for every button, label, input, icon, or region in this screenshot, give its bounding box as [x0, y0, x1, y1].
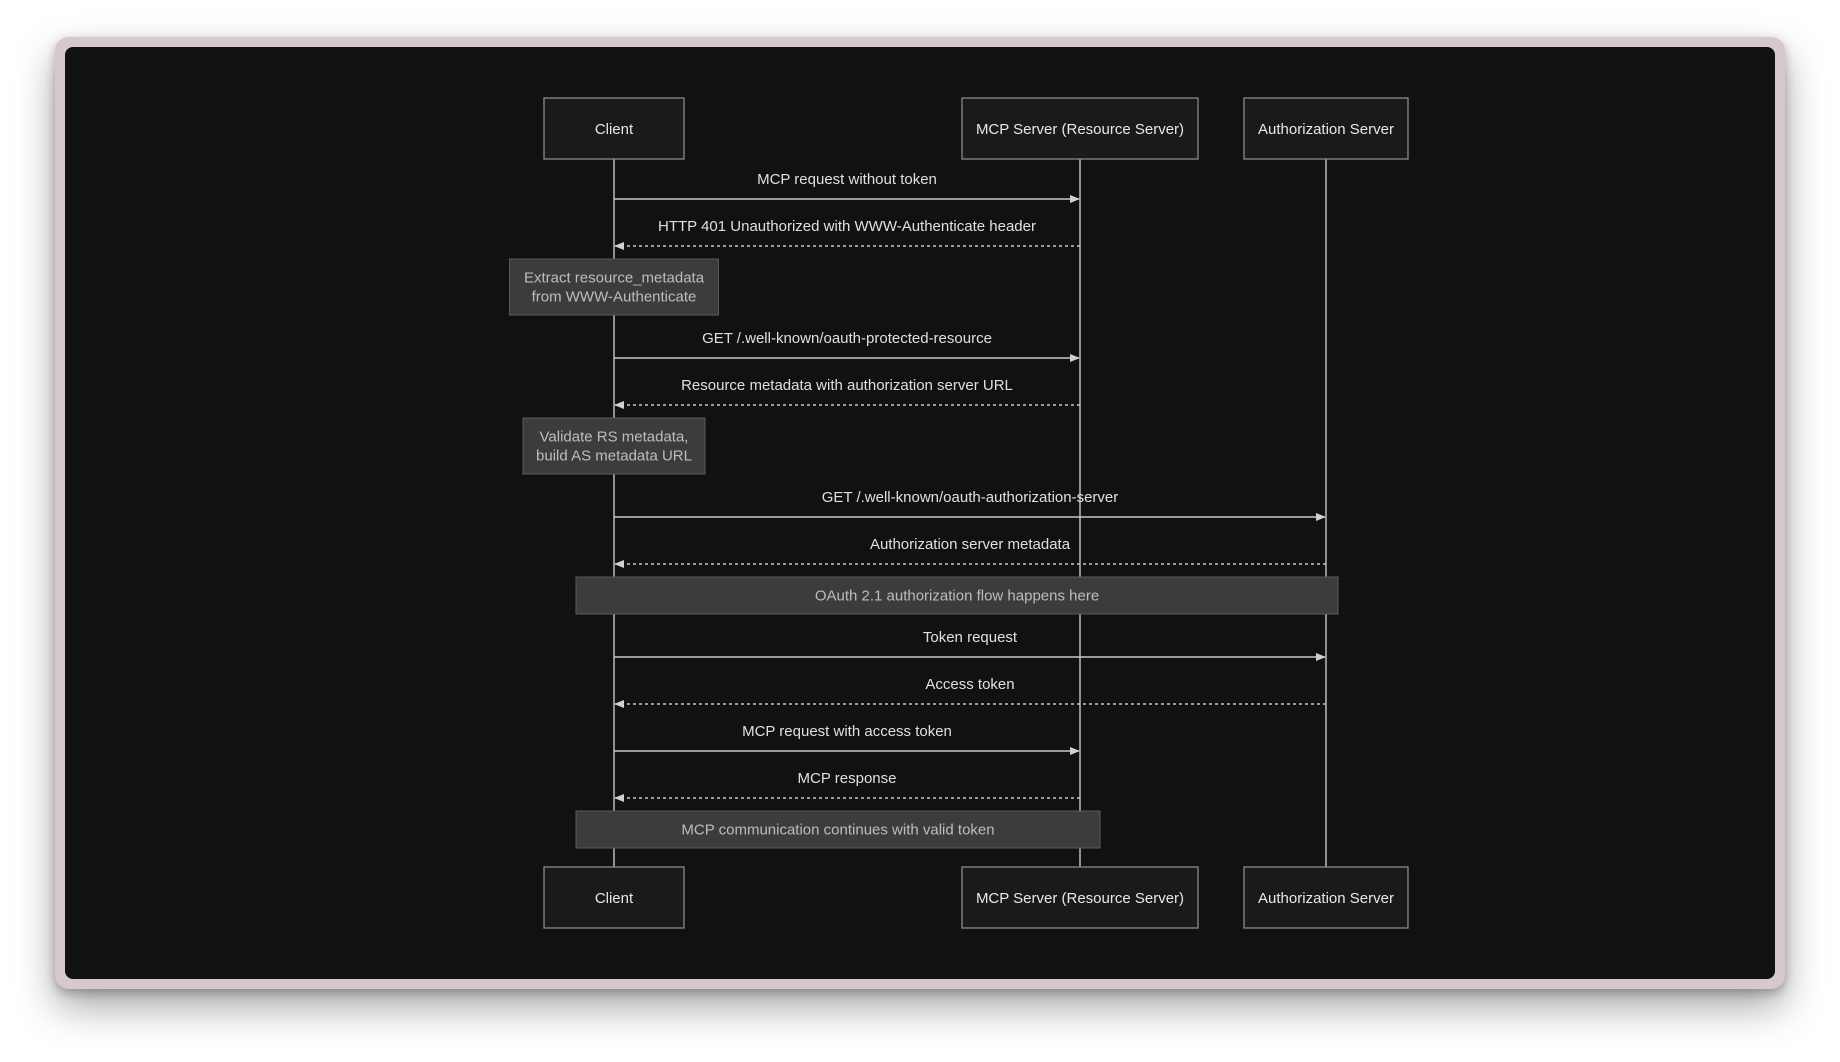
message-label-1: MCP request without token [757, 171, 937, 188]
note-14-line-1: MCP communication continues with valid t… [681, 822, 994, 839]
message-label-8: Authorization server metadata [870, 536, 1071, 553]
actor-authorization-server-bottom-label: Authorization Server [1258, 890, 1394, 907]
message-label-7: GET /.well-known/oauth-authorization-ser… [822, 489, 1119, 506]
actor-mcp-server-top-label: MCP Server (Resource Server) [976, 121, 1184, 138]
message-label-13: MCP response [798, 770, 897, 787]
actor-client-bottom-label: Client [595, 890, 634, 907]
actor-client-bottom: Client [543, 866, 685, 929]
note-9: OAuth 2.1 authorization flow happens her… [575, 576, 1339, 615]
message-label-2: HTTP 401 Unauthorized with WWW-Authentic… [658, 218, 1036, 235]
actor-mcp-server-top: MCP Server (Resource Server) [961, 97, 1199, 160]
actor-authorization-server-top: Authorization Server [1243, 97, 1409, 160]
message-label-4: GET /.well-known/oauth-protected-resourc… [702, 330, 992, 347]
actor-mcp-server-bottom-label: MCP Server (Resource Server) [976, 890, 1184, 907]
actor-mcp-server-bottom: MCP Server (Resource Server) [961, 866, 1199, 929]
actor-client-top-label: Client [595, 121, 634, 138]
actor-client-top: Client [543, 97, 685, 160]
note-3-line-1: Extract resource_metadata [524, 270, 705, 287]
note-6-line-2: build AS metadata URL [536, 448, 692, 465]
message-label-5: Resource metadata with authorization ser… [681, 377, 1013, 394]
message-label-12: MCP request with access token [742, 723, 952, 740]
message-label-10: Token request [923, 629, 1018, 646]
note-9-line-1: OAuth 2.1 authorization flow happens her… [815, 588, 1099, 605]
note-14: MCP communication continues with valid t… [575, 810, 1101, 849]
message-label-11: Access token [925, 676, 1014, 693]
actor-authorization-server-bottom: Authorization Server [1243, 866, 1409, 929]
note-3-line-2: from WWW-Authenticate [532, 289, 697, 306]
note-6-line-1: Validate RS metadata, [540, 429, 689, 446]
actor-authorization-server-top-label: Authorization Server [1258, 121, 1394, 138]
note-6: Validate RS metadata, build AS metadata U… [522, 417, 706, 475]
